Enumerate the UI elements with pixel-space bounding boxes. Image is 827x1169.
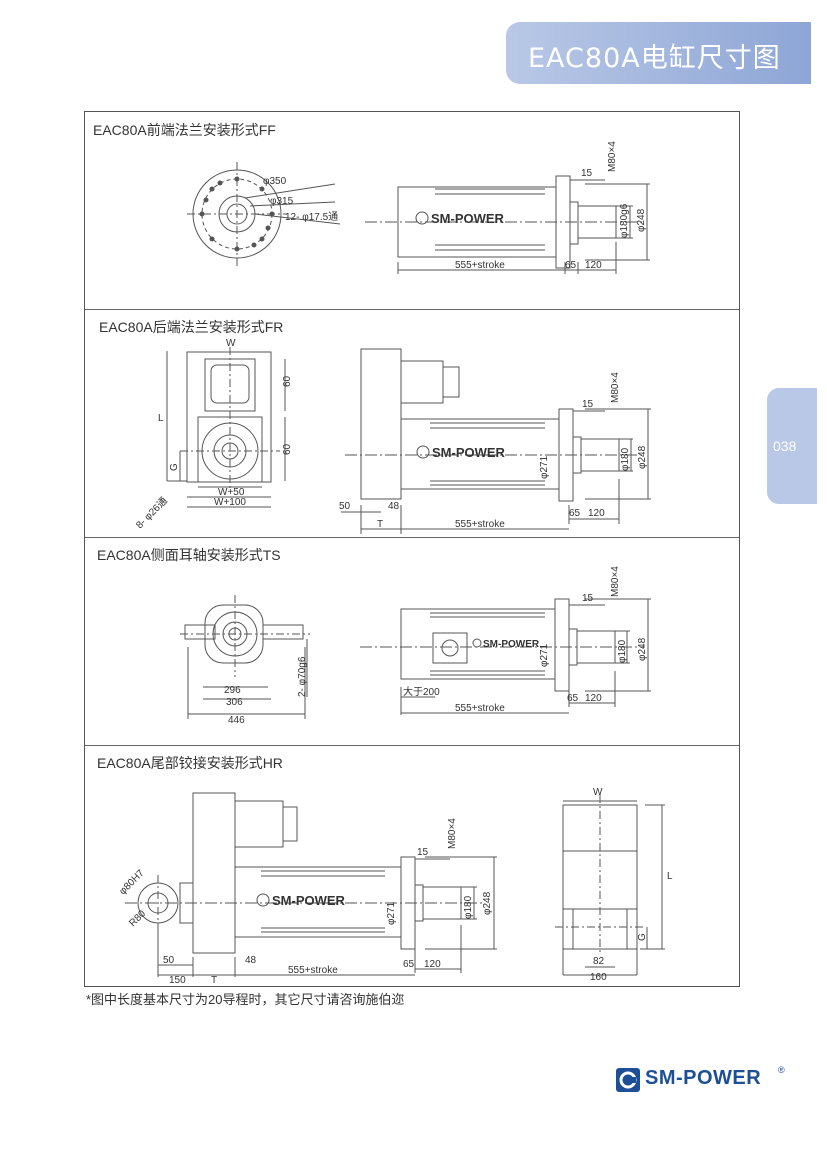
fr-dim-len: 555+stroke	[455, 519, 505, 530]
hr-dim-180: φ180	[463, 895, 474, 919]
ff-dim-holes: 12- φ17.5通	[285, 211, 338, 223]
hr-dim-m80: M80×4	[447, 818, 458, 849]
ff-dim-65: 65	[565, 260, 577, 271]
fr-dim-48: 48	[388, 501, 400, 512]
fr-dim-65: 65	[569, 508, 581, 519]
ff-dim-15: 15	[581, 168, 593, 179]
ff-dim-120: 120	[585, 260, 602, 271]
section-fr-title: EAC80A后端法兰安装形式FR	[99, 319, 284, 335]
section-ts-drawing: 296 306 446 2- φ70g6 大于200 555+stroke 65…	[180, 566, 651, 726]
hr-dim-w: W	[593, 787, 603, 798]
fr-dim-120: 120	[588, 508, 605, 519]
footnote: *图中长度基本尺寸为20导程时，其它尺寸请咨询施伯迩	[86, 992, 405, 1007]
fr-dim-60a: 60	[282, 375, 293, 387]
section-fr: EAC80A后端法兰安装形式FR	[85, 309, 739, 538]
ts-dim-271: φ271	[539, 643, 550, 667]
hr-brand-icon	[256, 893, 270, 907]
ff-dim-315: φ315	[270, 196, 294, 207]
hr-dim-48: 48	[245, 955, 257, 966]
hr-dim-271: φ271	[386, 901, 397, 925]
hr-brand: SM-POWER	[272, 893, 346, 908]
ts-dim-gt200: 大于200	[403, 685, 440, 698]
hr-dim-160: 160	[590, 972, 607, 983]
ff-brand: SM-POWER	[431, 211, 505, 226]
ff-dim-350: φ350	[263, 176, 287, 187]
section-ff-drawing: φ350 φ315 12- φ17.5通 15 M80×4 φ180g6 φ24…	[187, 141, 650, 274]
ts-dim-len: 555+stroke	[455, 703, 505, 714]
ts-dim-296: 296	[224, 685, 241, 696]
fr-dim-15: 15	[582, 399, 594, 410]
hr-dim-82: 82	[593, 956, 605, 967]
ff-dim-248: φ248	[636, 208, 647, 232]
ts-dim-180: φ180	[617, 639, 628, 663]
ts-dim-120: 120	[585, 693, 602, 704]
hr-dim-248: φ248	[482, 891, 493, 915]
ts-brand-icon	[472, 638, 482, 648]
header-title: EAC80A电缸尺寸图	[528, 43, 781, 74]
header-title-tab: EAC80A电缸尺寸图	[506, 22, 811, 84]
fr-dim-248: φ248	[637, 445, 648, 469]
fr-dim-180: φ180	[620, 447, 631, 471]
fr-brand-icon	[416, 445, 430, 459]
section-ff-title: EAC80A前端法兰安装形式FF	[93, 122, 276, 138]
section-ts-title: EAC80A侧面耳轴安装形式TS	[97, 547, 281, 563]
section-hr-title: EAC80A尾部铰接安装形式HR	[97, 755, 283, 771]
hr-dim-r80: R80	[127, 908, 148, 929]
ff-dim-180: φ180g6	[619, 203, 630, 238]
fr-dim-271: φ271	[539, 455, 550, 479]
fr-dim-l: L	[158, 413, 164, 424]
ts-dim-306: 306	[226, 697, 243, 708]
hr-dim-g: G	[637, 933, 648, 941]
section-fr-drawing: W 60 60 L G W+50 W+100 8- φ26通 50 48 T 5…	[134, 338, 651, 534]
hr-dim-l: L	[667, 871, 673, 882]
ff-dim-m80: M80×4	[607, 141, 618, 172]
ts-dim-15: 15	[582, 593, 594, 604]
fr-dim-holes: 8- φ26通	[134, 495, 170, 531]
section-ff: EAC80A前端法兰安装形式FF	[85, 112, 739, 310]
hr-dim-120: 120	[424, 959, 441, 970]
ts-dim-65: 65	[567, 693, 579, 704]
ts-brand: SM-POWER	[483, 639, 540, 650]
footer-logo: SM-POWER ®	[615, 1065, 795, 1095]
page-number: 038	[773, 438, 797, 454]
footer-logo-reg: ®	[778, 1065, 785, 1075]
fr-dim-50: 50	[339, 501, 351, 512]
fr-brand: SM-POWER	[432, 445, 506, 460]
hr-dim-65: 65	[403, 959, 415, 970]
hr-dim-80h7: φ80H7	[117, 868, 147, 898]
fr-dim-m80: M80×4	[610, 372, 621, 403]
fr-dim-g: G	[169, 463, 180, 471]
section-ts: EAC80A侧面耳轴安装形式TS	[85, 537, 739, 746]
hr-dim-150: 150	[169, 975, 186, 986]
ff-brand-icon	[415, 211, 429, 225]
sm-power-logo-icon	[616, 1068, 640, 1092]
ff-dim-len: 555+stroke	[455, 260, 505, 271]
ts-dim-70: 2- φ70g6	[297, 656, 308, 697]
hr-dim-50: 50	[163, 955, 175, 966]
fr-dim-60b: 60	[282, 443, 293, 455]
ts-dim-m80: M80×4	[610, 566, 621, 597]
drawing-frame: EAC80A前端法兰安装形式FF	[84, 111, 740, 987]
fr-dim-w100: W+100	[214, 497, 246, 508]
page-number-tab: 038	[767, 388, 817, 504]
fr-dim-w50: W+50	[218, 487, 245, 498]
hr-dim-t: T	[211, 975, 217, 986]
hr-dim-15: 15	[417, 847, 429, 858]
section-hr: EAC80A尾部铰接安装形式HR	[85, 745, 739, 986]
section-hr-drawing: φ80H7 R80 50 48 150 T 555+stroke 65 120 …	[117, 787, 673, 986]
hr-dim-len: 555+stroke	[288, 965, 338, 976]
fr-dim-t: T	[377, 519, 383, 530]
footer-logo-text: SM-POWER	[645, 1067, 762, 1089]
fr-dim-w: W	[226, 338, 236, 349]
ts-dim-446: 446	[228, 715, 245, 726]
ts-dim-248: φ248	[637, 637, 648, 661]
